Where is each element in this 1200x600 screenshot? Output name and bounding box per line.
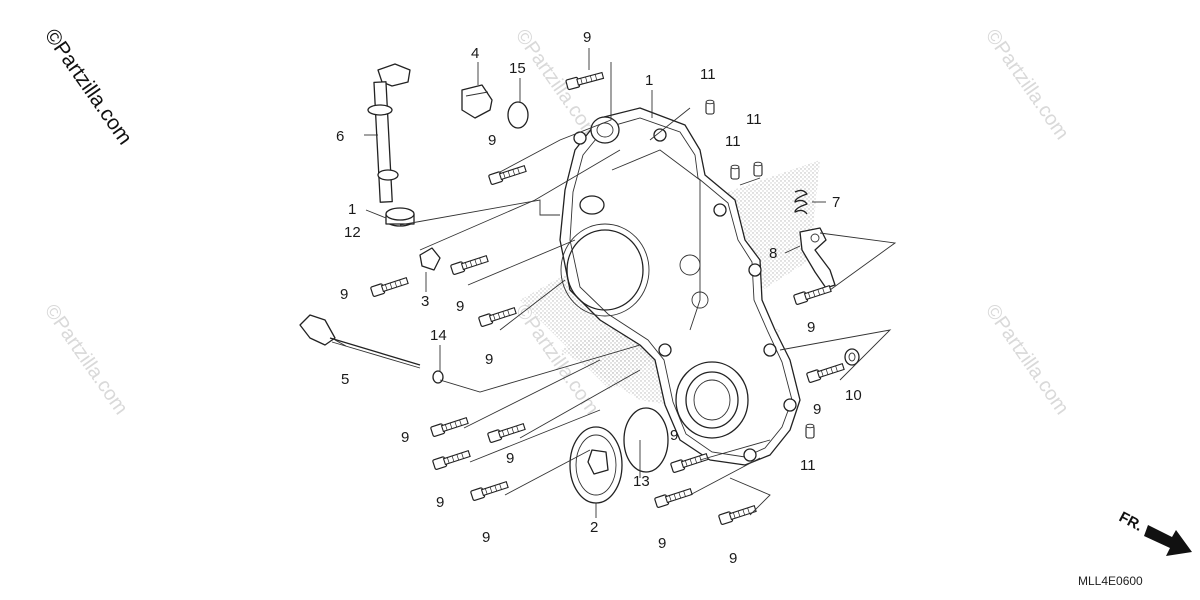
callout-14: 14 xyxy=(430,327,447,344)
callout-9: 9 xyxy=(456,298,464,315)
callout-9: 9 xyxy=(488,132,496,149)
callout-9: 9 xyxy=(807,319,815,336)
callout-11: 11 xyxy=(725,133,741,150)
callout-1: 1 xyxy=(348,201,356,218)
watermark-layer: ©Partzilla.com ©Partzilla.com ©Partzilla… xyxy=(40,25,1073,419)
callout-11: 11 xyxy=(746,111,762,128)
callout-15: 15 xyxy=(509,60,526,77)
o-ring-large xyxy=(623,407,669,473)
leader-lines xyxy=(334,48,897,518)
watermark-faint-mid-left: ©Partzilla.com xyxy=(40,300,132,418)
clip xyxy=(419,247,441,271)
cover-housing xyxy=(559,107,801,466)
callout-6: 6 xyxy=(336,128,344,145)
callout-10: 10 xyxy=(845,387,862,404)
callout-11: 11 xyxy=(700,66,716,83)
front-direction-indicator: FR. xyxy=(1116,509,1192,556)
callout-12: 12 xyxy=(344,224,361,241)
rotor-cover xyxy=(569,426,623,504)
callout-9: 9 xyxy=(401,429,409,446)
callout-4: 4 xyxy=(471,45,479,62)
callout-9: 9 xyxy=(506,450,514,467)
tensioner-arm xyxy=(799,227,836,289)
filler-cap xyxy=(461,84,493,119)
front-label: FR. xyxy=(1116,509,1145,535)
shift-spindle xyxy=(367,63,411,203)
callout-5: 5 xyxy=(341,371,349,388)
callout-9: 9 xyxy=(482,529,490,546)
callout-9: 9 xyxy=(658,535,666,552)
watermark-faint-top-right: ©Partzilla.com xyxy=(981,25,1073,143)
callout-3: 3 xyxy=(421,293,429,310)
callout-9: 9 xyxy=(583,29,591,46)
watermark-main: ©Partzilla.com xyxy=(40,25,137,149)
callout-9: 9 xyxy=(340,286,348,303)
callouts: 9 4 15 1 11 11 11 6 9 1 12 7 8 9 3 9 9 1… xyxy=(336,29,862,567)
callout-13: 13 xyxy=(633,473,650,490)
spring xyxy=(794,189,808,215)
watermark-faint-mid-right: ©Partzilla.com xyxy=(981,300,1073,418)
washer-14 xyxy=(432,370,444,384)
callout-9: 9 xyxy=(485,351,493,368)
oil-seal xyxy=(385,207,415,227)
callout-8: 8 xyxy=(769,245,777,262)
callout-9: 9 xyxy=(436,494,444,511)
oil-level-gauge xyxy=(299,314,421,369)
callout-9: 9 xyxy=(729,550,737,567)
o-ring-small xyxy=(507,101,529,129)
front-arrow-icon xyxy=(1144,525,1192,556)
diagram-code: MLL4E0600 xyxy=(1078,574,1143,588)
callout-11: 11 xyxy=(800,457,816,474)
callout-1: 1 xyxy=(645,72,653,89)
callout-2: 2 xyxy=(590,519,598,536)
sealing-washer xyxy=(844,348,860,366)
callout-7: 7 xyxy=(832,194,840,211)
callout-9: 9 xyxy=(670,427,678,444)
callout-9: 9 xyxy=(813,401,821,418)
